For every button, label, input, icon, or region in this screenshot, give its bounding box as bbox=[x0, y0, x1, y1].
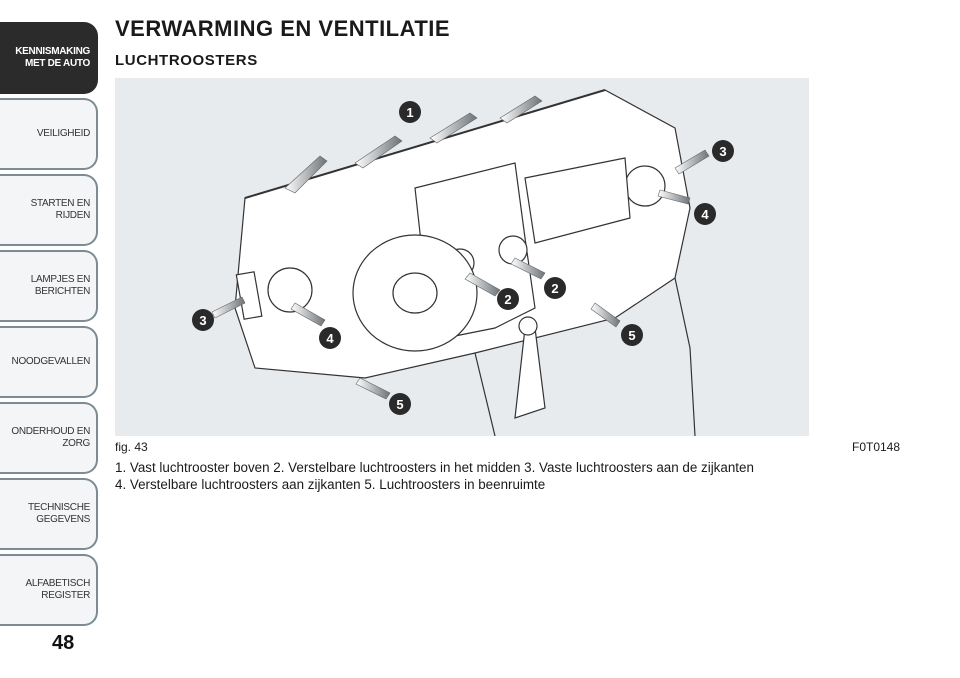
dashboard-illustration: 1 2 2 3 3 4 4 bbox=[115, 78, 809, 436]
svg-text:5: 5 bbox=[628, 328, 635, 343]
callout-3b: 3 bbox=[712, 140, 734, 162]
door-edge bbox=[674, 277, 696, 436]
tab-onderhoud-en-zorg[interactable]: ONDERHOUD EN ZORG bbox=[0, 402, 98, 474]
left-vent bbox=[267, 267, 313, 313]
svg-text:4: 4 bbox=[326, 331, 334, 346]
tab-alfabetisch-register[interactable]: ALFABETISCH REGISTER bbox=[0, 554, 98, 626]
page-title: VERWARMING EN VENTILATIE bbox=[115, 16, 451, 41]
tab-noodgevallen[interactable]: NOODGEVALLEN bbox=[0, 326, 98, 398]
callout-3a: 3 bbox=[192, 309, 214, 331]
caption-line-1: 1. Vast luchtrooster boven 2. Verstelbar… bbox=[115, 460, 754, 475]
top-airflow-arrow bbox=[284, 155, 328, 194]
svg-text:1: 1 bbox=[406, 105, 413, 120]
dashboard-drawing: 1 2 2 3 3 4 4 bbox=[192, 89, 734, 436]
gear-knob bbox=[518, 316, 538, 336]
svg-text:2: 2 bbox=[551, 281, 558, 296]
tab-kennismaking[interactable]: KENNISMAKING MET DE AUTO bbox=[0, 22, 98, 94]
center-vent-right bbox=[498, 235, 528, 265]
footwell-airflow-arrow bbox=[355, 377, 391, 400]
svg-text:2: 2 bbox=[504, 292, 511, 307]
tab-lampjes-en-berichten[interactable]: LAMPJES EN BERICHTEN bbox=[0, 250, 98, 322]
page-number: 48 bbox=[52, 632, 75, 654]
floor-console bbox=[474, 352, 496, 436]
callout-5a: 5 bbox=[389, 393, 411, 415]
callout-1: 1 bbox=[399, 101, 421, 123]
caption-line-2: 4. Verstelbare luchtroosters aan zijkant… bbox=[115, 477, 546, 492]
tab-veiligheid[interactable]: VEILIGHEID bbox=[0, 98, 98, 170]
tab-starten-en-rijden[interactable]: STARTEN EN RIJDEN bbox=[0, 174, 98, 246]
callout-2a: 2 bbox=[497, 288, 519, 310]
svg-text:4: 4 bbox=[701, 207, 709, 222]
callout-4b: 4 bbox=[694, 203, 716, 225]
center-airflow-arrow bbox=[464, 272, 501, 297]
callout-4a: 4 bbox=[319, 327, 341, 349]
side-airflow-arrow bbox=[674, 149, 710, 175]
footwell-airflow-arrow bbox=[590, 302, 621, 328]
side-airflow-arrow bbox=[211, 296, 246, 319]
figure-label: fig. 43 bbox=[115, 440, 148, 454]
adjustable-airflow-arrow bbox=[290, 302, 326, 327]
side-vent-left bbox=[235, 271, 263, 320]
figure-code: F0T0148 bbox=[852, 440, 901, 454]
callouts: 1 2 2 3 3 4 4 bbox=[192, 101, 734, 415]
right-vent bbox=[624, 165, 666, 207]
top-airflow-arrow bbox=[429, 112, 478, 144]
svg-text:5: 5 bbox=[396, 397, 403, 412]
callout-2b: 2 bbox=[544, 277, 566, 299]
top-airflow-arrow bbox=[499, 95, 543, 124]
callout-5b: 5 bbox=[621, 324, 643, 346]
adjustable-airflow-arrow bbox=[657, 189, 691, 205]
top-airflow-arrow bbox=[354, 135, 403, 169]
svg-text:3: 3 bbox=[719, 144, 726, 159]
center-airflow-arrow bbox=[510, 257, 546, 280]
tab-technische-gegevens[interactable]: TECHNISCHE GEGEVENS bbox=[0, 478, 98, 550]
svg-text:3: 3 bbox=[199, 313, 206, 328]
glovebox bbox=[524, 157, 631, 244]
steering-hub bbox=[392, 272, 438, 314]
airflow-arrows bbox=[211, 95, 710, 400]
figure-caption: 1. Vast luchtrooster boven 2. Verstelbar… bbox=[115, 459, 835, 493]
section-title: LUCHTROOSTERS bbox=[115, 52, 258, 69]
